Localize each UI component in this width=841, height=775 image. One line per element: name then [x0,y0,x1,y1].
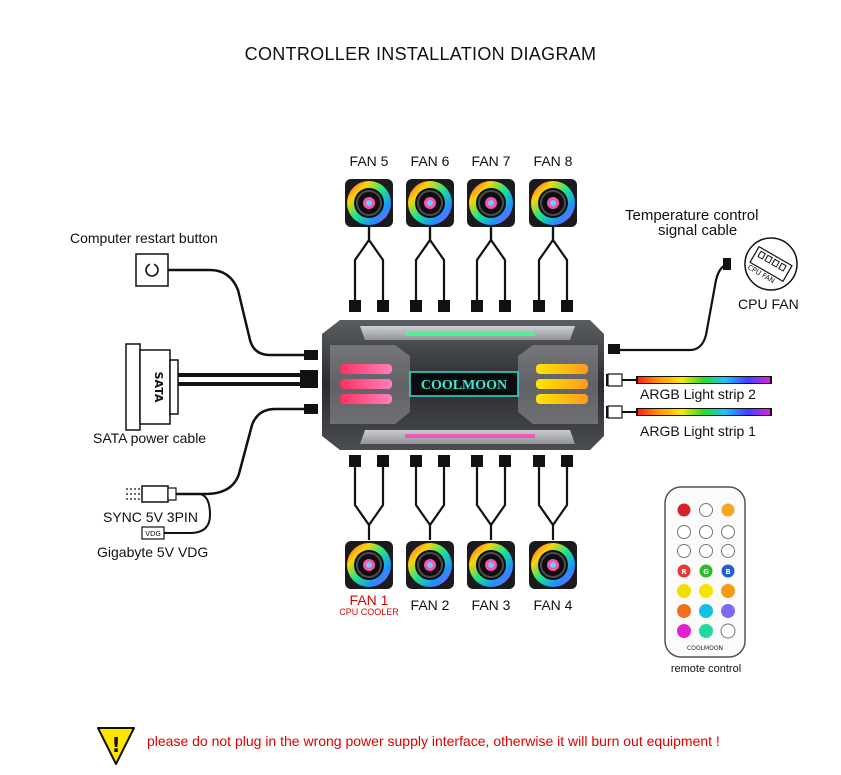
warning-icon-glyph: ! [111,733,120,757]
sata-cable-label: SATA power cable [93,430,207,446]
fan-5-icon [344,178,394,228]
restart-button-icon [135,253,169,287]
sync-3pin-connector-icon [126,485,177,503]
cpu-fan-header-icon [744,237,798,291]
fan-6-icon [405,178,455,228]
sata-cable [178,373,300,386]
gigabyte-label: Gigabyte 5V VDG [97,544,209,560]
svg-text:B: B [725,568,730,576]
top-fan-cables [353,227,569,300]
svg-text:G: G [703,568,709,576]
remote-control-icon [664,486,746,658]
remote-rgb-labels: R G B [681,568,730,576]
warning-text: please do not plug in the wrong power su… [147,733,720,749]
vdg-plug-label: VDG [145,530,161,538]
remote-control-label: remote control [670,663,742,675]
cpu-fan-label: CPU FAN [738,296,799,312]
diagram-title: CONTROLLER INSTALLATION DIAGRAM [244,44,597,64]
hub-brand: COOLMOON [421,378,507,393]
fan-2-icon [405,540,455,590]
temperature-cable [620,262,731,352]
sata-plug-label: SATA [152,372,165,403]
fan-1-sublabel: CPU COOLER [339,607,399,617]
fan-6-label: FAN 6 [410,153,450,169]
fan-8-icon [528,178,578,228]
argb-strip-1-label: ARGB Light strip 1 [640,423,756,439]
temperature-plug [723,258,731,270]
sata-connector-icon [125,343,179,431]
fan-3-label: FAN 3 [471,597,511,613]
bottom-fan-plugs [349,455,573,467]
warning-icon [97,727,135,765]
fan-4-icon [528,540,578,590]
fan-3-icon [466,540,516,590]
bottom-fan-cables [353,467,569,540]
fan-1-label: FAN 1 [349,592,389,608]
fan-4-label: FAN 4 [533,597,573,613]
controller-hub [322,320,604,450]
restart-cable [168,268,304,357]
fan-1-icon [344,540,394,590]
fan-7-icon [466,178,516,228]
argb-strip-2 [607,373,772,387]
fan-8-label: FAN 8 [533,153,573,169]
fan-7-label: FAN 7 [471,153,511,169]
fan-5-label: FAN 5 [349,153,389,169]
top-fan-plugs [349,300,573,312]
argb-strip-2-label: ARGB Light strip 2 [640,386,756,402]
argb-strip-1 [607,405,772,419]
hub-left-ports [300,350,318,414]
sync-label: SYNC 5V 3PIN [103,509,198,525]
temperature-label-line1: Temperature control [625,207,759,224]
sync-cable [176,407,304,496]
temperature-label-line2: signal cable [658,222,738,239]
restart-button-label: Computer restart button [70,230,218,246]
vdg-cable [164,493,212,534]
fan-2-label: FAN 2 [410,597,450,613]
remote-brand: COOLMOON [687,645,723,652]
svg-text:R: R [681,568,687,576]
